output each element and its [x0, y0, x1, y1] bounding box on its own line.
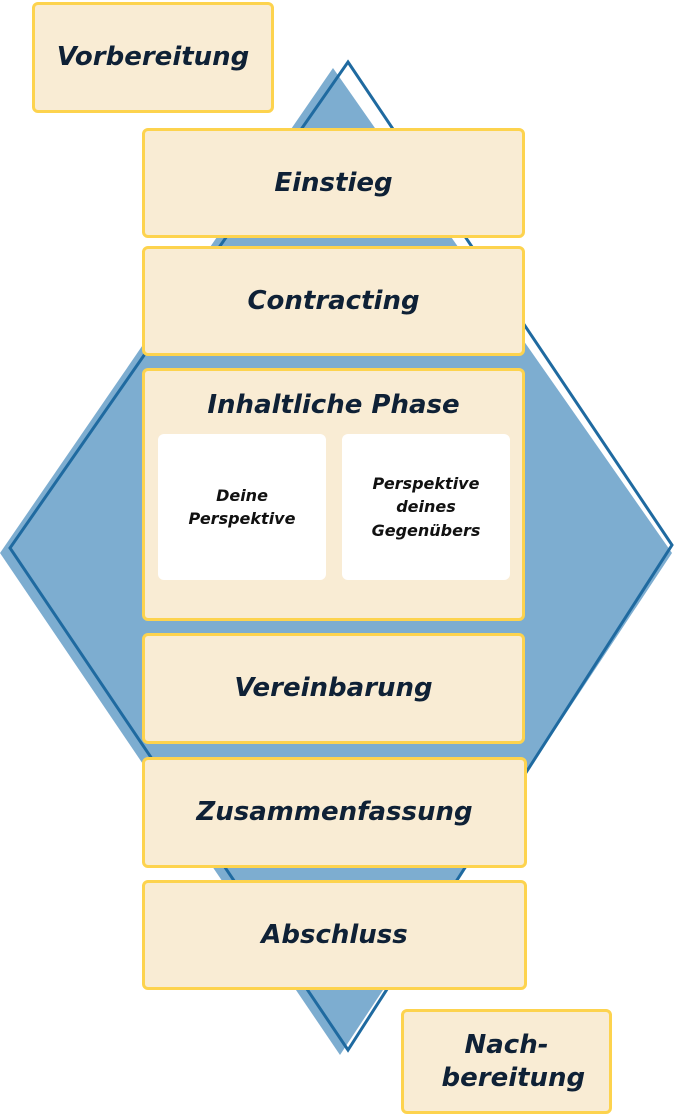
label: Zusammenfassung — [196, 797, 473, 828]
label: Vorbereitung — [56, 42, 250, 73]
box-abschluss: Abschluss — [142, 880, 527, 990]
box-nachbereitung: Nach-bereitung — [401, 1009, 612, 1114]
label: Contracting — [247, 285, 420, 316]
box-einstieg: Einstieg — [142, 128, 525, 238]
label: Deine Perspektive — [188, 485, 296, 528]
box-vorbereitung: Vorbereitung — [32, 2, 274, 113]
label: Perspektive deines Gegenübers — [371, 474, 481, 540]
diamond-outline — [8, 59, 674, 1053]
box-vereinbarung: Vereinbarung — [142, 633, 525, 744]
label: Vereinbarung — [234, 673, 433, 704]
phase-title: Inhaltliche Phase — [207, 390, 460, 420]
box-inhaltliche-phase: Inhaltliche Phase Deine Perspektive Pers… — [142, 368, 525, 621]
box-deine-perspektive: Deine Perspektive — [158, 434, 326, 580]
box-contracting: Contracting — [142, 246, 525, 356]
label: Einstieg — [274, 167, 393, 198]
box-zusammenfassung: Zusammenfassung — [142, 757, 527, 868]
label: Nach-bereitung — [441, 1030, 586, 1093]
box-perspektive-gegenueber: Perspektive deines Gegenübers — [342, 434, 510, 580]
label: Abschluss — [261, 919, 408, 950]
